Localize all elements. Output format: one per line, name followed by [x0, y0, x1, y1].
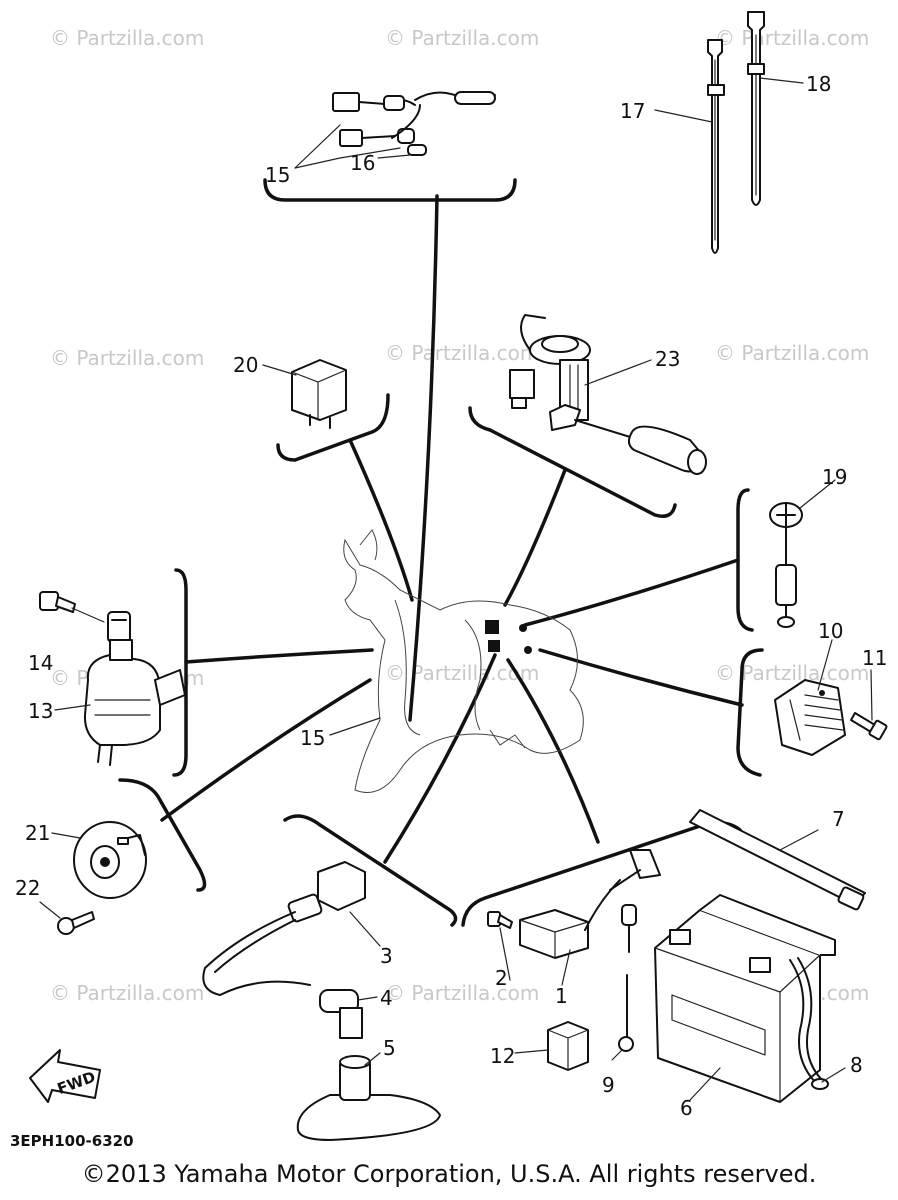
callout-6: 6	[680, 1096, 693, 1120]
callout-23: 23	[655, 347, 680, 371]
leader-lines	[160, 194, 744, 864]
carburetor-part	[83, 611, 186, 766]
scooter-frame-sketch	[343, 529, 584, 793]
ignition-coil-part	[202, 861, 366, 996]
copyright-notice: ©2013 Yamaha Motor Corporation, U.S.A. A…	[81, 1160, 817, 1188]
watermark: © Partzilla.com	[715, 341, 869, 365]
wire-lead-part	[332, 91, 496, 156]
cable-band-18	[747, 11, 765, 206]
bracket-carburetor	[172, 568, 188, 777]
callout-19: 19	[822, 465, 847, 489]
leader-carburetor	[184, 648, 374, 664]
rectifier-part	[774, 679, 846, 756]
cable-band-17	[707, 39, 725, 254]
watermark: © Partzilla.com	[50, 346, 204, 370]
breather-pipe-part	[789, 957, 829, 1090]
bracket-battery	[461, 821, 742, 927]
watermark: © Partzilla.com	[385, 981, 539, 1005]
igniter-part	[519, 849, 661, 959]
watermark: © Partzilla.com	[50, 26, 204, 50]
bracket-ignition	[283, 814, 458, 927]
bracket-fuel-sender	[468, 406, 677, 518]
callout-2: 2	[495, 966, 508, 990]
relay-12-part	[547, 1021, 589, 1071]
watermark: © Partzilla.com	[385, 341, 539, 365]
leader-ignition	[383, 653, 497, 864]
watermark: © Partzilla.com	[715, 661, 869, 685]
callout-15-lower: 15	[300, 726, 325, 750]
watermark: © Partzilla.com	[385, 26, 539, 50]
leader-relay	[348, 438, 414, 602]
group-brackets	[118, 178, 764, 927]
callout-leaders	[39, 77, 873, 1101]
mount-point	[485, 620, 499, 634]
battery-band-part	[689, 809, 866, 911]
watermark: © Partzilla.com	[385, 661, 539, 685]
bolt-2-part	[487, 911, 513, 929]
diagram-code: 3EPH100-6320	[10, 1132, 134, 1150]
callout-labels: 15 16 17 18 20 23 19 10 11 14 13 15 21 2…	[15, 72, 887, 1120]
spark-plug-part	[296, 1055, 441, 1141]
mount-point	[488, 640, 500, 652]
leader-fuel-cock	[523, 558, 740, 627]
plug-cap-part	[319, 989, 363, 1039]
callout-1: 1	[555, 984, 568, 1008]
callout-3: 3	[380, 944, 393, 968]
fuel-sender-part	[509, 314, 707, 475]
fuel-cock-part	[769, 502, 803, 628]
callout-18: 18	[806, 72, 831, 96]
horn-part	[73, 821, 147, 899]
leader-horn	[160, 678, 372, 822]
relay-part	[291, 359, 347, 429]
watermark: © Partzilla.com	[50, 981, 204, 1005]
bolt-14-part	[39, 591, 76, 613]
callout-5: 5	[383, 1036, 396, 1060]
callout-8: 8	[850, 1053, 863, 1077]
callout-10: 10	[818, 619, 843, 643]
bracket-relay	[276, 393, 390, 462]
callout-14: 14	[28, 651, 53, 675]
callout-7: 7	[832, 807, 845, 831]
bracket-rectifier	[736, 648, 764, 777]
screw-22-part	[57, 911, 95, 935]
callout-12: 12	[490, 1044, 515, 1068]
leader-battery	[506, 658, 600, 844]
callout-22: 22	[15, 876, 40, 900]
leader-rectifier	[538, 648, 744, 707]
callout-17: 17	[620, 99, 645, 123]
callout-16: 16	[350, 151, 375, 175]
leader-fuel-sender	[503, 468, 567, 607]
callout-21: 21	[25, 821, 50, 845]
forward-arrow-icon: FWD	[29, 1049, 101, 1103]
callout-20: 20	[233, 353, 258, 377]
callout-4: 4	[380, 986, 393, 1010]
callout-13: 13	[28, 699, 53, 723]
bolt-11-part	[850, 712, 888, 741]
callout-9: 9	[602, 1073, 615, 1097]
watermark: © Partzilla.com	[715, 26, 869, 50]
bracket-fuel-cock	[736, 488, 754, 632]
ground-lead-part	[618, 904, 637, 1052]
leader-wire-lead	[408, 194, 439, 722]
bracket-wire-lead	[263, 178, 517, 202]
mount-point	[524, 646, 532, 654]
watermarks: © Partzilla.com © Partzilla.com © Partzi…	[50, 26, 869, 1005]
mount-point	[519, 624, 527, 632]
bracket-horn	[118, 778, 207, 892]
callout-11: 11	[862, 646, 887, 670]
battery-part	[654, 894, 836, 1103]
callout-15: 15	[265, 163, 290, 187]
